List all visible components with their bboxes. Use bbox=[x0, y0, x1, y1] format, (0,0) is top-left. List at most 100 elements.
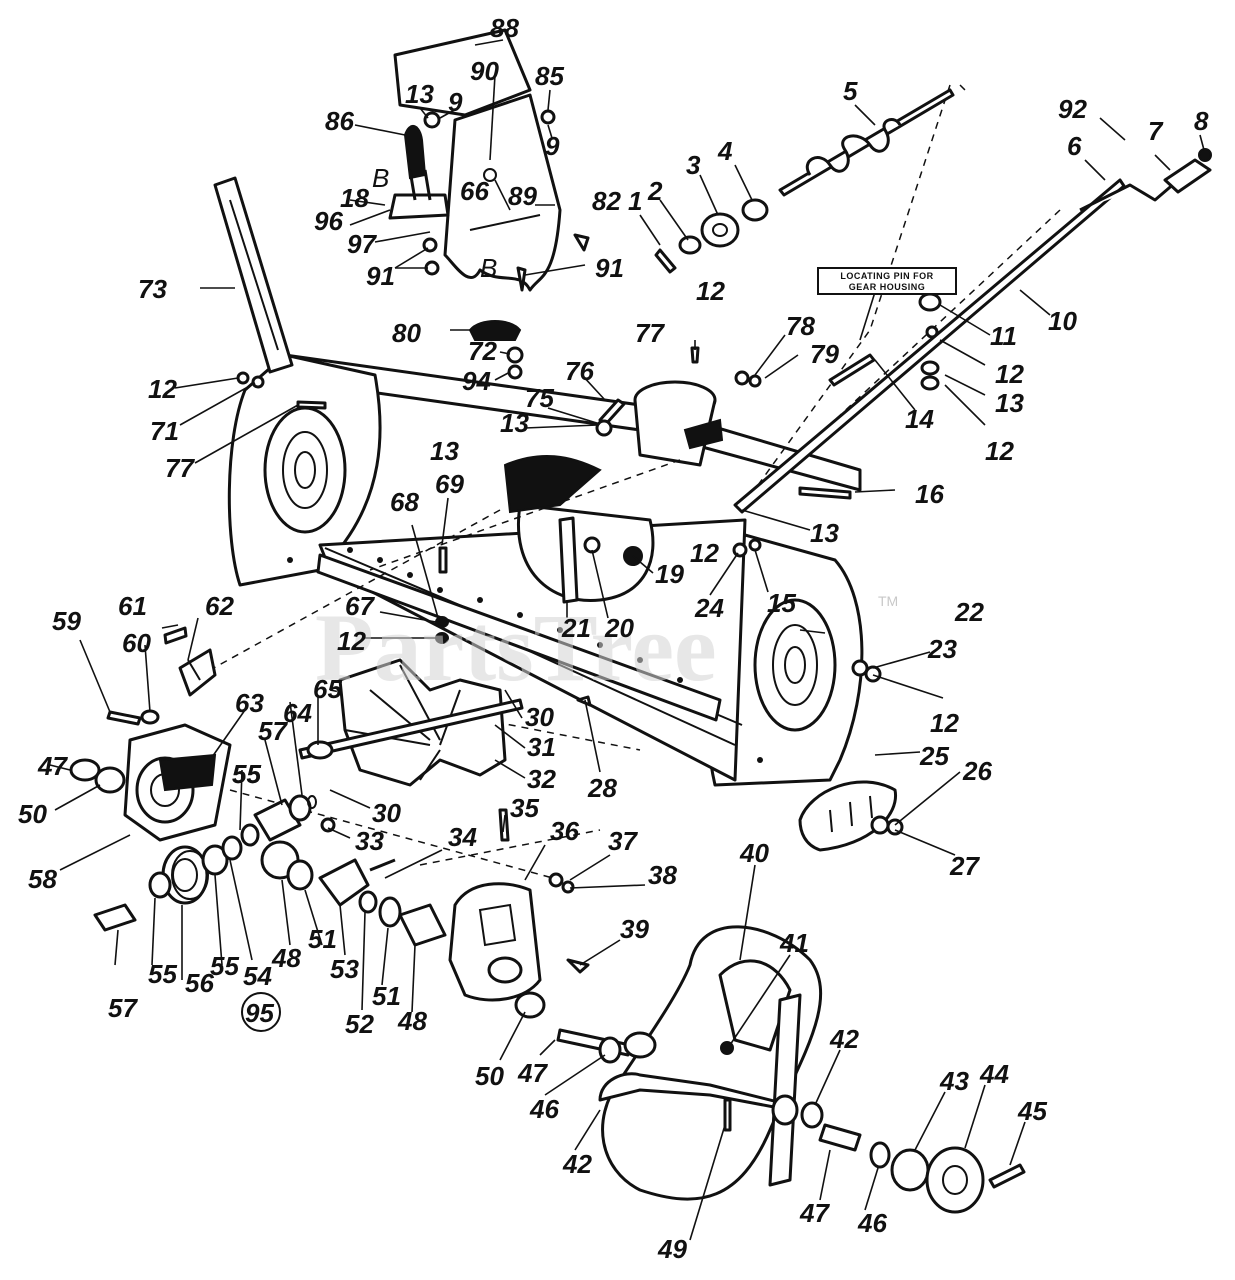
callout-80: 80 bbox=[392, 318, 421, 348]
callout-50-mid: 50 bbox=[475, 1061, 504, 1091]
discharge-chute bbox=[388, 28, 590, 292]
callout-46-right: 46 bbox=[857, 1208, 887, 1238]
callout-60: 60 bbox=[122, 628, 151, 658]
callout-90: 90 bbox=[470, 56, 499, 86]
watermark-text: PartsTree bbox=[315, 594, 717, 701]
skid-shoe bbox=[798, 780, 904, 852]
letter-b-lower: B bbox=[480, 253, 497, 283]
callout-97: 97 bbox=[347, 229, 377, 259]
callout-40: 40 bbox=[739, 838, 769, 868]
callout-91-right: 91 bbox=[595, 253, 624, 283]
callout-36: 36 bbox=[550, 816, 579, 846]
callout-77-top: 77 bbox=[635, 318, 665, 348]
callout-12-d: 12 bbox=[690, 538, 719, 568]
callout-12-g: 12 bbox=[696, 276, 725, 306]
callout-26: 26 bbox=[962, 756, 992, 786]
callout-42-left: 42 bbox=[562, 1149, 592, 1179]
impeller bbox=[298, 658, 524, 787]
callout-67: 67 bbox=[345, 591, 375, 621]
callout-58: 58 bbox=[28, 864, 57, 894]
callout-88: 88 bbox=[490, 13, 519, 43]
pulley-assembly bbox=[93, 794, 510, 947]
callout-41: 41 bbox=[779, 928, 809, 958]
callout-69: 69 bbox=[435, 469, 464, 499]
callout-78: 78 bbox=[786, 311, 815, 341]
callout-16: 16 bbox=[915, 479, 944, 509]
callout-13-b: 13 bbox=[500, 408, 529, 438]
callout-75: 75 bbox=[525, 383, 554, 413]
callout-38: 38 bbox=[648, 860, 677, 890]
note-line-2: GEAR HOUSING bbox=[849, 282, 926, 292]
callout-39: 39 bbox=[620, 914, 649, 944]
callout-30-b: 30 bbox=[372, 798, 401, 828]
auger bbox=[514, 925, 1026, 1214]
callout-8: 8 bbox=[1194, 106, 1209, 136]
callout-95: 95 bbox=[245, 998, 274, 1028]
callout-3: 3 bbox=[686, 150, 701, 180]
callout-12-a: 12 bbox=[148, 374, 177, 404]
callout-35: 35 bbox=[510, 793, 539, 823]
callout-28: 28 bbox=[587, 773, 617, 803]
callout-61: 61 bbox=[118, 591, 147, 621]
callout-7: 7 bbox=[1148, 116, 1164, 146]
callout-27: 27 bbox=[949, 851, 980, 881]
callout-42-right: 42 bbox=[829, 1024, 859, 1054]
callout-12-b: 12 bbox=[995, 359, 1024, 389]
callout-76: 76 bbox=[565, 356, 594, 386]
callout-23: 23 bbox=[927, 634, 957, 664]
callout-13-top: 13 bbox=[405, 79, 434, 109]
callout-4: 4 bbox=[717, 136, 733, 166]
callout-13-a: 13 bbox=[995, 388, 1024, 418]
callout-12-e: 12 bbox=[337, 626, 366, 656]
callout-63: 63 bbox=[235, 688, 264, 718]
callout-79: 79 bbox=[810, 339, 839, 369]
callout-55-a: 55 bbox=[232, 759, 261, 789]
callout-56: 56 bbox=[185, 968, 214, 998]
callout-11: 11 bbox=[990, 321, 1017, 351]
callout-94: 94 bbox=[462, 366, 491, 396]
callout-68: 68 bbox=[390, 487, 419, 517]
callout-85: 85 bbox=[535, 61, 564, 91]
callout-55-d: 55 bbox=[232, 759, 261, 789]
callout-6: 6 bbox=[1067, 131, 1082, 161]
callout-12-c: 12 bbox=[985, 436, 1014, 466]
callout-47-mid: 47 bbox=[517, 1058, 548, 1088]
chute-bracket bbox=[468, 320, 524, 380]
callout-32: 32 bbox=[527, 764, 556, 794]
callout-14: 14 bbox=[905, 404, 934, 434]
callout-72: 72 bbox=[468, 336, 497, 366]
callout-13-c: 13 bbox=[810, 518, 839, 548]
callout-73: 73 bbox=[138, 274, 167, 304]
callout-57-bottom: 57 bbox=[108, 993, 138, 1023]
callout-91-left: 91 bbox=[366, 261, 395, 291]
callout-62: 62 bbox=[205, 591, 234, 621]
callout-47-right: 47 bbox=[799, 1198, 830, 1228]
locating-pin-note: LOCATING PIN FOR GEAR HOUSING bbox=[817, 267, 957, 295]
leader-lines bbox=[49, 39, 1205, 1241]
locating-hardware bbox=[236, 292, 942, 707]
callout-44: 44 bbox=[979, 1059, 1009, 1089]
drive-housing-left bbox=[69, 626, 232, 842]
callout-9-top: 9 bbox=[448, 87, 463, 117]
callout-1: 1 bbox=[628, 186, 642, 216]
callout-10: 10 bbox=[1048, 306, 1077, 336]
callout-31: 31 bbox=[527, 732, 556, 762]
left-brace bbox=[213, 176, 294, 374]
callout-37: 37 bbox=[608, 826, 638, 856]
callout-65: 65 bbox=[313, 674, 342, 704]
callout-46-left: 46 bbox=[529, 1094, 559, 1124]
callout-53: 53 bbox=[330, 954, 359, 984]
callout-19: 19 bbox=[655, 559, 684, 589]
callout-9-right: 9 bbox=[545, 131, 560, 161]
callout-82: 82 bbox=[592, 186, 621, 216]
callout-55-b: 55 bbox=[148, 959, 177, 989]
callout-66: 66 bbox=[460, 176, 489, 206]
watermark: PartsTree TM bbox=[315, 593, 898, 701]
callout-86: 86 bbox=[325, 106, 354, 136]
callout-22: 22 bbox=[954, 597, 984, 627]
callout-25: 25 bbox=[919, 741, 949, 771]
callout-labels: 1 2 3 4 5 6 7 8 9 9 10 11 12 12 12 12 12… bbox=[18, 13, 1209, 1264]
callout-54: 54 bbox=[243, 961, 272, 991]
crank-rod bbox=[733, 148, 1212, 514]
